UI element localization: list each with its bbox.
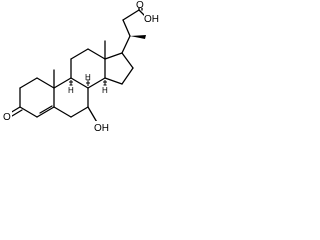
h14-label: H [102, 86, 108, 95]
ring-c [70, 48, 106, 89]
acid-hydroxyl-label: OH [144, 14, 159, 25]
h14-hash [103, 80, 107, 86]
h9-label: H [68, 86, 74, 95]
steroid-structure-diagram: O OH O OH H H H [3, 0, 160, 134]
ring-d [104, 52, 134, 85]
ring-a [19, 77, 55, 118]
ring-b [53, 77, 89, 118]
ketone-oxygen-label: O [3, 112, 11, 123]
hydroxyl-label: OH [94, 123, 109, 134]
side-chain [121, 9, 147, 54]
h8-label: H [85, 73, 91, 82]
h9-hash [69, 80, 73, 86]
acid-carbonyl-oxygen-label: O [136, 0, 144, 11]
alkene-bond [39, 105, 53, 114]
h8-hash [86, 79, 90, 86]
